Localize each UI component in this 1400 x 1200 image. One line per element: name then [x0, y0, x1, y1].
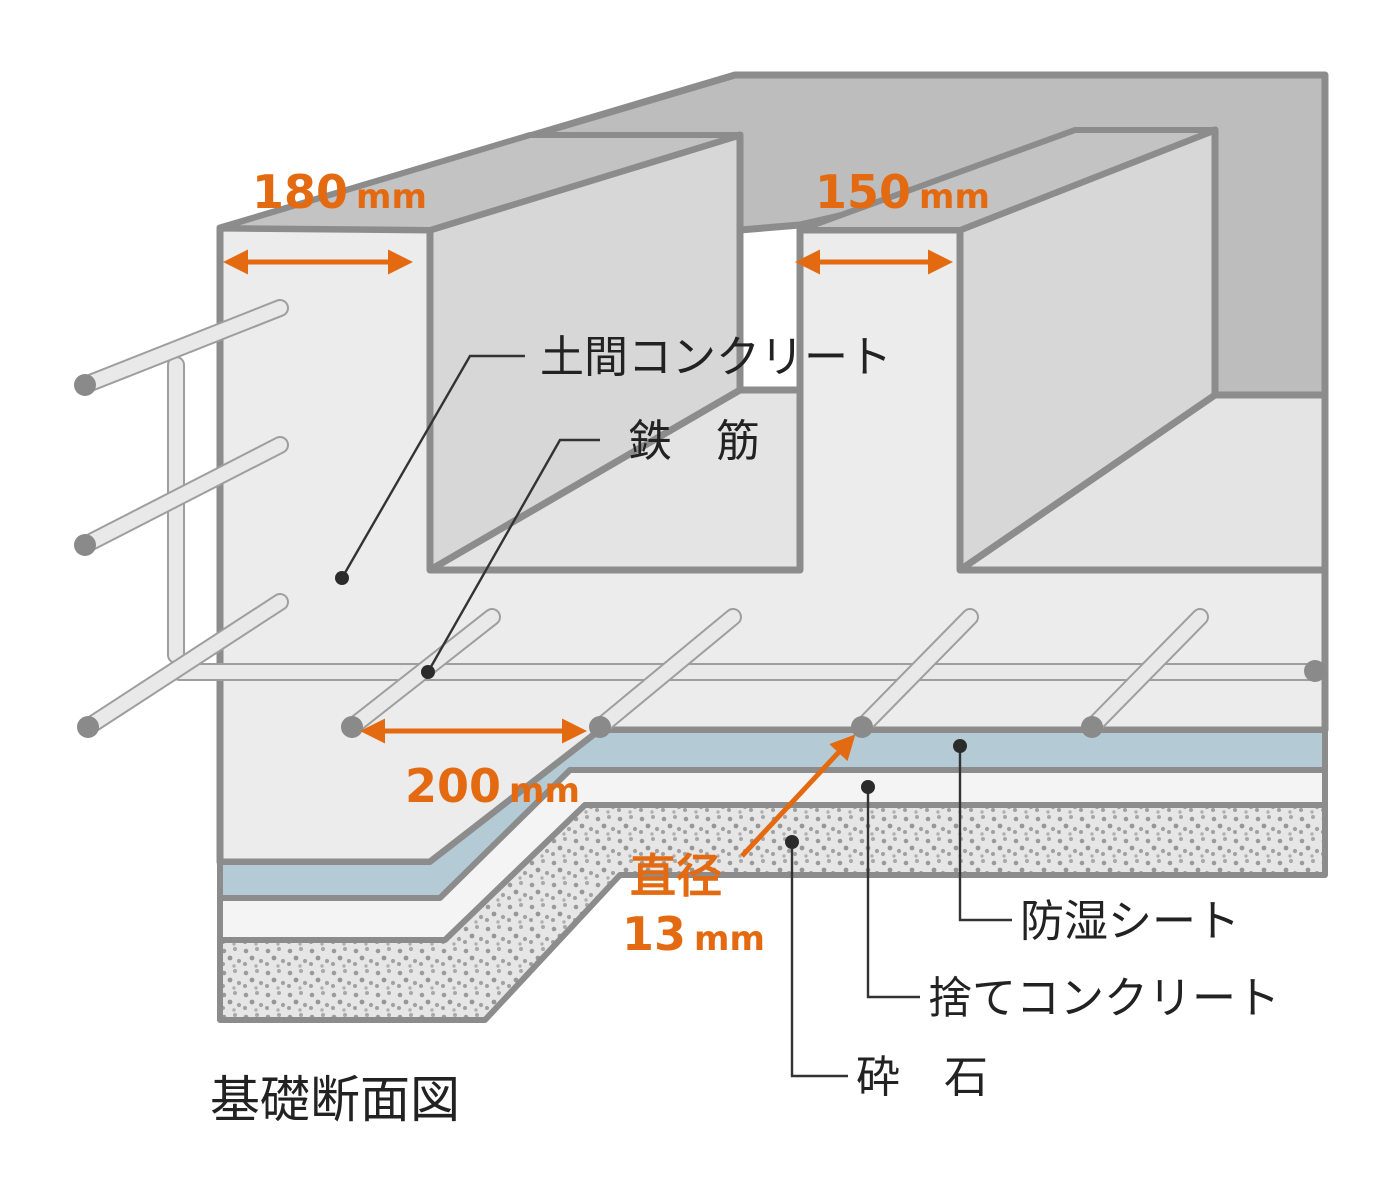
diagram-caption: 基礎断面図: [210, 1071, 460, 1129]
dot-lean-concrete: [861, 780, 875, 794]
rebar-side-1: [78, 301, 287, 392]
dimension-arrows: [223, 249, 953, 858]
rebar-horizontal-end: [1304, 660, 1326, 682]
dim-wall-left-value: 180: [252, 165, 348, 219]
label-moisture-sheet: 防湿シート: [1020, 896, 1240, 947]
rebar-bottom-2: [593, 610, 740, 734]
rebar-side-2: [78, 438, 287, 552]
label-lean-concrete: 捨てコンクリート: [928, 973, 1280, 1024]
rebar-bottom-4: [1085, 610, 1207, 734]
rebar-side-3: [81, 595, 287, 734]
leader-lean-concrete: [866, 787, 920, 999]
gravel-layer: [217, 802, 1328, 1023]
rebar-side-2-end: [74, 534, 96, 556]
dim-wall-right-unit: mm: [919, 177, 990, 217]
wall-top-right: [797, 127, 1218, 233]
dot-concrete: [335, 571, 349, 585]
rebar-bottom-4-end: [1081, 716, 1103, 738]
concrete-body: [216, 71, 1329, 866]
dot-gravel: [785, 835, 799, 849]
leader-concrete: [340, 354, 525, 579]
leader-rebar: [426, 438, 600, 673]
dim-rebar-spacing-value: 200: [405, 759, 501, 813]
leader-gravel: [790, 842, 848, 1078]
leader-dots: [335, 571, 967, 849]
rebar-side-1-end: [74, 374, 96, 396]
dim-rebar-spacing-unit: mm: [509, 771, 580, 811]
leader-moisture-sheet: [958, 746, 1012, 922]
label-rebar: 鉄 筋: [628, 416, 760, 467]
rebar-bottom-3: [855, 610, 977, 734]
rebar-side-3-end: [77, 716, 99, 738]
dim-rebar-diameter-label: 直径: [630, 849, 722, 903]
dim-rebar-diameter-value: 13: [622, 907, 686, 961]
dim-wall-left-unit: mm: [356, 177, 427, 217]
dot-moisture-sheet: [953, 739, 967, 753]
leader-lines: [340, 354, 1012, 1078]
ground-layers: [217, 727, 1328, 1023]
arrow-rebar-diameter: [740, 734, 856, 858]
dim-rebar-diameter-unit: mm: [694, 919, 765, 959]
dim-wall-right-value: 150: [815, 165, 911, 219]
rebar-bottom-1-end: [341, 716, 363, 738]
label-concrete: 土間コンクリート: [540, 332, 892, 383]
label-gravel: 砕 石: [856, 1052, 988, 1103]
rebar-bottom-2-end: [589, 716, 611, 738]
rebar-bottom-3-end: [851, 716, 873, 738]
wall-top-left: [217, 132, 743, 233]
dot-rebar: [421, 665, 435, 679]
